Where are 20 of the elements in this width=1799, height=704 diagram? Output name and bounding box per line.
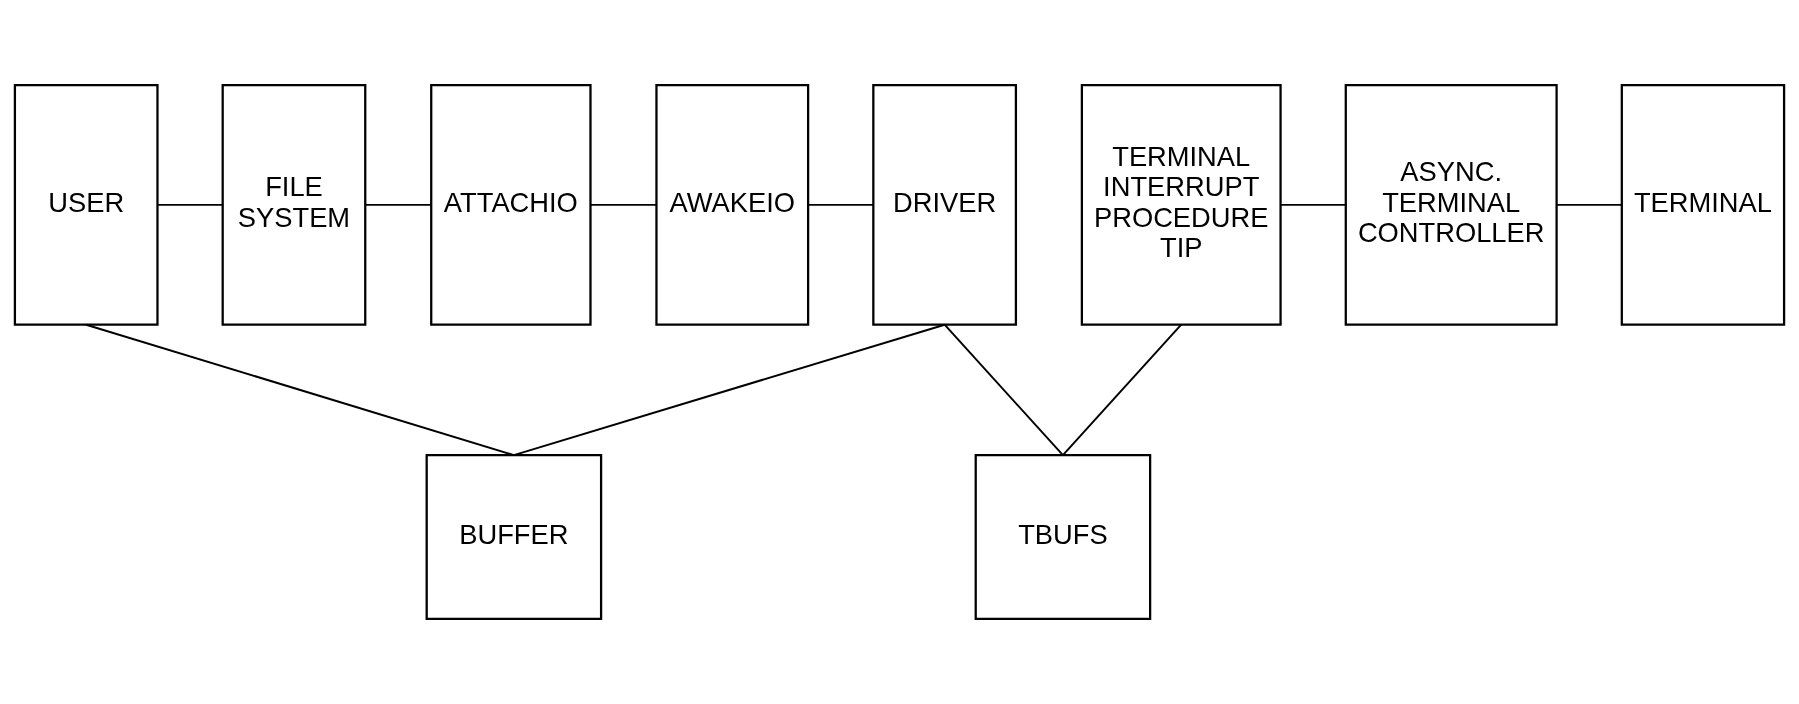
connector — [807, 203, 875, 206]
node-box: FILE SYSTEM — [221, 83, 367, 326]
connector — [156, 203, 224, 206]
connector — [1555, 203, 1623, 206]
connector — [589, 203, 658, 206]
node-box: ASYNC. TERMINAL CONTROLLER — [1344, 83, 1558, 326]
connector — [364, 203, 433, 206]
node-box: USER — [13, 83, 159, 326]
connector — [85, 323, 515, 457]
connector — [1061, 323, 1183, 457]
node-box: TBUFS — [974, 454, 1152, 621]
connector — [943, 323, 1064, 457]
node-box: DRIVER — [872, 83, 1018, 326]
node-box: ATTACHIO — [430, 83, 592, 326]
node-box: AWAKEIO — [655, 83, 810, 326]
connector — [1279, 203, 1347, 206]
node-box: TERMINAL — [1620, 83, 1786, 326]
connector — [512, 323, 946, 457]
node-box: BUFFER — [425, 454, 603, 621]
node-box: TERMINAL INTERRUPT PROCEDURE TIP — [1080, 83, 1282, 326]
